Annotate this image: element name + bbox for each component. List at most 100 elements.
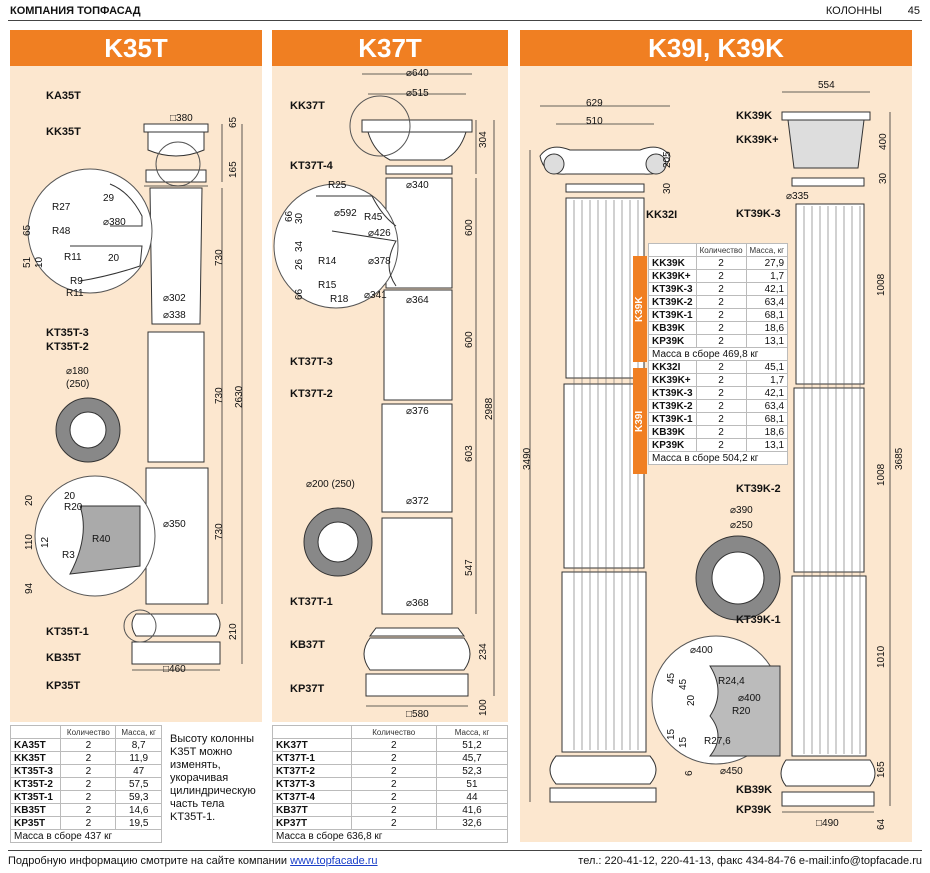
k39-label-kk39k-plus: KK39K+ — [736, 134, 779, 146]
dim: R27,6 — [704, 736, 731, 747]
top-divider — [8, 20, 922, 21]
k39i-shaft-2 — [563, 383, 645, 569]
dim: ⌀250 — [730, 520, 753, 531]
dim: ⌀426 — [368, 228, 391, 239]
k37t-shaft-2 — [381, 403, 453, 513]
vdim: 3685 — [894, 447, 905, 470]
panel-k37t-title: K37T — [272, 30, 508, 66]
vdim: 3490 — [522, 447, 533, 470]
top-bar: КОМПАНИЯ ТОПФАСАД КОЛОННЫ 45 — [8, 2, 922, 20]
vdim: 45 — [666, 672, 677, 684]
k37t-label-kp37t: KP37T — [290, 683, 325, 695]
panel-k39-title: K39I, K39K — [520, 30, 912, 66]
vdim: 65 — [22, 224, 33, 236]
vdim: 15 — [678, 736, 689, 748]
k37t-detail-circle — [273, 183, 399, 309]
k37t-abacus — [361, 119, 473, 133]
vdim: 110 — [24, 534, 35, 550]
k35t-total: Масса в сборе 437 кг — [10, 829, 162, 843]
dim: R40 — [92, 534, 111, 545]
k39-label-kk39k: KK39K — [736, 110, 773, 122]
vdim: 304 — [478, 131, 489, 148]
k39-label-kt39k-1: KT39K-1 — [736, 614, 781, 626]
vdim: 1010 — [876, 645, 887, 668]
vdim: 100 — [478, 699, 489, 716]
dim: R9 — [70, 276, 83, 287]
website-link[interactable]: www.topfacade.ru — [290, 855, 378, 867]
dim: 510 — [586, 116, 603, 127]
footer-divider — [8, 850, 922, 851]
k35t-shaft-2 — [147, 331, 205, 463]
k39k-base — [780, 759, 876, 787]
k39k-plinth — [781, 791, 875, 807]
dim: ⌀180 — [66, 366, 89, 377]
dim: R11 — [66, 288, 84, 299]
dim: 29 — [103, 193, 115, 204]
dim: ⌀368 — [406, 598, 429, 609]
k35t-label-kp35t: KP35T — [46, 680, 81, 692]
vdim: 65 — [228, 116, 239, 128]
company-name: КОМПАНИЯ ТОПФАСАД — [10, 5, 141, 17]
dim: ⌀338 — [163, 310, 186, 321]
vdim: 730 — [214, 523, 225, 540]
k37t-total: Масса в сборе 636,8 кг — [272, 829, 508, 843]
dim: R20 — [732, 706, 751, 717]
vdim: 20 — [24, 494, 35, 506]
footer-text: Подробную информацию смотрите на сайте к… — [8, 855, 288, 867]
dim: ⌀200 (250) — [306, 479, 355, 490]
vdim: 234 — [478, 643, 489, 660]
vdim: 547 — [464, 559, 475, 576]
dim: □490 — [816, 818, 839, 829]
k35t-plinth — [131, 641, 221, 665]
dim: ⌀400 — [690, 645, 713, 656]
k37t-label-kb37t: KB37T — [290, 639, 325, 651]
dim: R18 — [330, 294, 349, 305]
k37t-base — [363, 637, 471, 671]
k39-table-group-a: K39K — [633, 256, 647, 362]
k35t-label-ka35t: KA35T — [46, 90, 81, 102]
k35t-shaft-1 — [145, 467, 209, 605]
dim: 554 — [818, 80, 835, 91]
k35t-label-kk35t: KK35T — [46, 126, 81, 138]
dim: ⌀376 — [406, 406, 429, 417]
footer-contacts: тел.: 220-41-12, 220-41-13, факс 434-84-… — [578, 855, 922, 867]
k39i-total: Масса в сборе 504,2 кг — [647, 451, 789, 465]
vdim: 45 — [678, 678, 689, 690]
k39-label-kp39k: KP39K — [736, 804, 772, 816]
vdim: 600 — [464, 219, 475, 236]
dim: □380 — [170, 113, 193, 124]
k39-table-group-b: K39I — [633, 368, 647, 474]
page-number: 45 — [907, 5, 920, 17]
dim: ⌀400 — [738, 693, 761, 704]
vdim: 730 — [214, 249, 225, 266]
vdim: 600 — [464, 331, 475, 348]
k39-label-kk32i: KK32I — [646, 209, 678, 221]
vdim: 400 — [878, 133, 889, 150]
dim: 629 — [586, 98, 603, 109]
vdim: 51 — [22, 256, 33, 268]
dim: R24,4 — [718, 676, 745, 687]
k35t-base — [131, 613, 221, 637]
k37t-label-kt37t-1: KT37T-1 — [290, 596, 333, 608]
vdim: 10 — [34, 256, 45, 268]
dim: □580 — [406, 709, 429, 720]
k37t-plinth — [365, 673, 469, 697]
dim: ⌀341 — [364, 290, 387, 301]
